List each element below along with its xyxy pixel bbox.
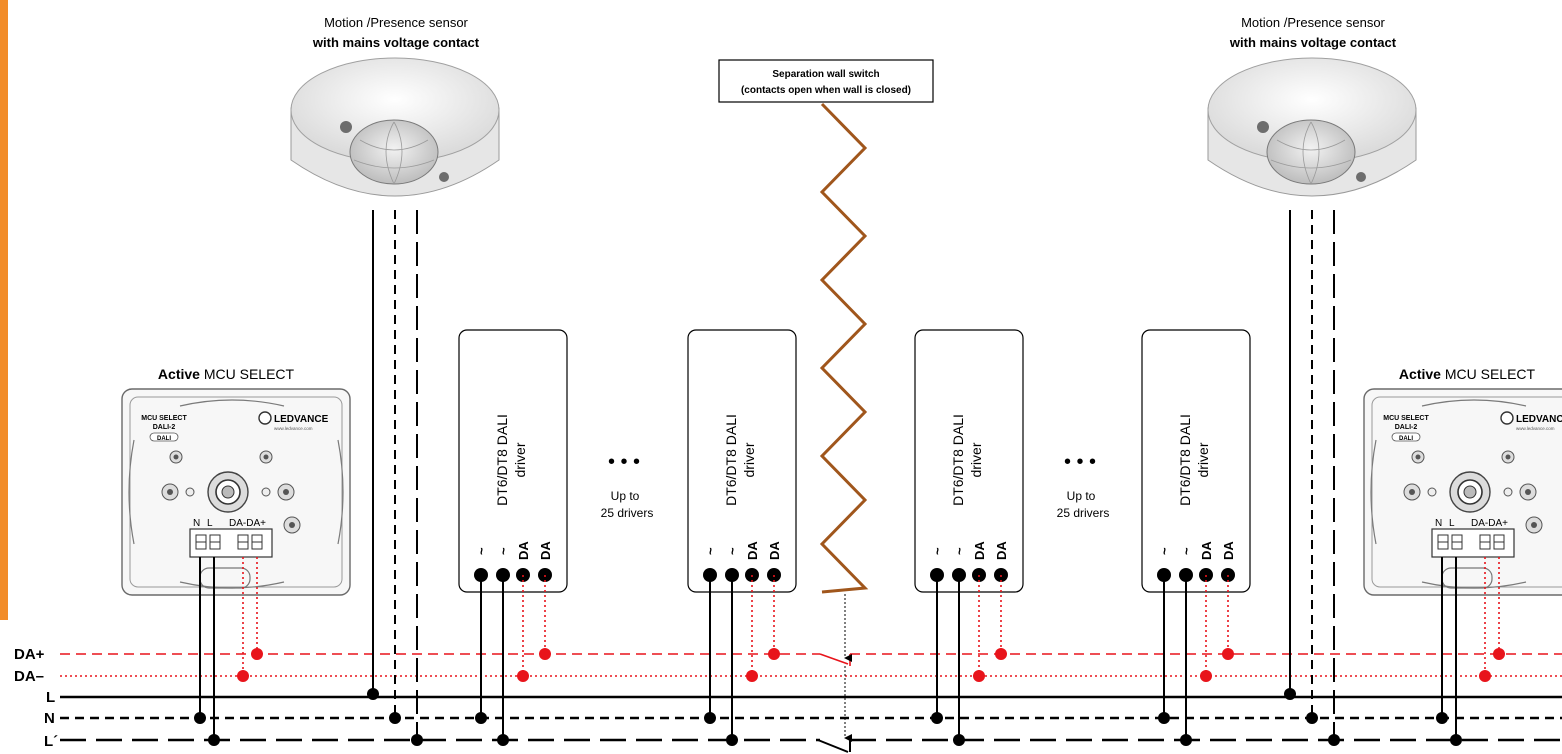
up-to-right-line1: Up to bbox=[1067, 489, 1096, 503]
sensor-right-lens-ribs bbox=[1270, 121, 1352, 185]
driver-4-label-line2: driver bbox=[1195, 442, 1211, 477]
mcu-right-device-sub: DALI-2 bbox=[1395, 424, 1418, 431]
driver-4-term-2: ~ bbox=[1179, 547, 1194, 555]
driver-1-term-2: ~ bbox=[496, 547, 511, 555]
label-da-plus: DA+ bbox=[14, 646, 45, 663]
mcu-right: Active MCU SELECT MCU SELECT DALI-2 DALI… bbox=[1363, 366, 1562, 746]
sensor-left-lens bbox=[349, 119, 439, 185]
mcu-left-device-name: MCU SELECT bbox=[141, 415, 187, 422]
up-to-left-line2: 25 drivers bbox=[601, 506, 654, 520]
driver-2-term-4: DA bbox=[767, 541, 782, 560]
up-to-left: • • • Up to 25 drivers bbox=[601, 451, 654, 520]
mcu-left-device-sub: DALI-2 bbox=[153, 424, 176, 431]
driver-3-term-3: DA bbox=[972, 541, 987, 560]
mcu-right-brand: LEDVANCE bbox=[1516, 414, 1562, 425]
driver-2-box bbox=[687, 329, 797, 593]
mcu-left-brand: LEDVANCE bbox=[274, 414, 329, 425]
mcu-left-term-l: L bbox=[207, 518, 213, 529]
up-to-right: • • • Up to 25 drivers bbox=[1057, 451, 1110, 520]
driver-1-term-1: ~ bbox=[474, 547, 489, 555]
sensor-right: Motion /Presence sensor with mains volta… bbox=[1207, 15, 1417, 746]
sensor-right-lens bbox=[1266, 119, 1356, 185]
up-to-right-line2: 25 drivers bbox=[1057, 506, 1110, 520]
sensor-right-led-b bbox=[1356, 172, 1366, 182]
driver-4: DT6/DT8 DALI driver ~ ~ DA DA bbox=[1141, 329, 1251, 746]
mcu-left-dali-badge: DALI bbox=[157, 436, 171, 442]
driver-2-term-1: ~ bbox=[703, 547, 718, 555]
bus-labels: DA+ DA– L N L´ bbox=[14, 646, 58, 750]
mcu-right-logo-icon bbox=[1500, 411, 1514, 425]
mcu-right-device-name: MCU SELECT bbox=[1383, 415, 1429, 422]
sensor-right-title: Motion /Presence sensor bbox=[1241, 15, 1385, 30]
driver-4-box bbox=[1141, 329, 1251, 593]
label-l-prime: L´ bbox=[44, 733, 58, 750]
switch-label-box bbox=[718, 59, 934, 103]
separation-wall-switch: Separation wall switch (contacts open wh… bbox=[718, 59, 934, 742]
driver-1-term-3: DA bbox=[516, 541, 531, 560]
up-to-right-dots: • • • bbox=[1064, 451, 1096, 473]
driver-3-label-line1: DT6/DT8 DALI bbox=[950, 414, 966, 506]
driver-1: DT6/DT8 DALI driver ~ ~ DA DA bbox=[458, 329, 568, 746]
driver-2: DT6/DT8 DALI driver ~ ~ DA DA bbox=[687, 329, 797, 746]
up-to-left-dots: • • • bbox=[608, 451, 640, 473]
switch-label-line2: (contacts open when wall is closed) bbox=[741, 85, 911, 96]
driver-4-term-4: DA bbox=[1221, 541, 1236, 560]
switch-label-line1: Separation wall switch bbox=[772, 69, 879, 80]
driver-3-term-2: ~ bbox=[952, 547, 967, 555]
sensor-right-subtitle: with mains voltage contact bbox=[1229, 35, 1397, 50]
driver-2-term-3: DA bbox=[745, 541, 760, 560]
mcu-left-title: Active MCU SELECT bbox=[158, 366, 295, 382]
driver-3-term-1: ~ bbox=[930, 547, 945, 555]
driver-1-box bbox=[458, 329, 568, 593]
driver-4-label-line1: DT6/DT8 DALI bbox=[1177, 414, 1193, 506]
mcu-right-term-n: N bbox=[1435, 518, 1442, 529]
driver-1-label-line1: DT6/DT8 DALI bbox=[494, 414, 510, 506]
sensor-left-led-a bbox=[340, 121, 352, 133]
sensor-right-led-a bbox=[1257, 121, 1269, 133]
driver-2-label-line1: DT6/DT8 DALI bbox=[723, 414, 739, 506]
mcu-right-term-da: DA-DA+ bbox=[1471, 518, 1508, 529]
sensor-left-lens-ribs bbox=[353, 121, 435, 185]
sensor-left-title: Motion /Presence sensor bbox=[324, 15, 468, 30]
driver-3-label-line2: driver bbox=[968, 442, 984, 477]
label-n: N bbox=[44, 710, 55, 727]
sensor-left-subtitle: with mains voltage contact bbox=[312, 35, 480, 50]
driver-3: DT6/DT8 DALI driver ~ ~ DA DA bbox=[914, 329, 1024, 746]
mcu-left-logo-icon bbox=[258, 411, 272, 425]
mcu-right-title: Active MCU SELECT bbox=[1399, 366, 1536, 382]
driver-2-label-line2: driver bbox=[741, 442, 757, 477]
sensor-left-led-b bbox=[439, 172, 449, 182]
driver-1-label-line2: driver bbox=[512, 442, 528, 477]
mcu-left-term-da: DA-DA+ bbox=[229, 518, 266, 529]
mcu-right-dali-badge: DALI bbox=[1399, 436, 1413, 442]
wall-zigzag bbox=[819, 102, 869, 594]
up-to-left-line1: Up to bbox=[611, 489, 640, 503]
driver-4-term-3: DA bbox=[1199, 541, 1214, 560]
mcu-right-term-l: L bbox=[1449, 518, 1455, 529]
accent-bar bbox=[0, 0, 8, 620]
bus-da-plus-switch bbox=[819, 653, 849, 665]
driver-1-term-4: DA bbox=[538, 541, 553, 560]
mcu-left: Active MCU SELECT MCU SELECT DALI-2 DALI… bbox=[121, 366, 351, 746]
driver-3-box bbox=[914, 329, 1024, 593]
driver-3-term-4: DA bbox=[994, 541, 1009, 560]
mcu-left-term-n: N bbox=[193, 518, 200, 529]
sensor-left: Motion /Presence sensor with mains volta… bbox=[290, 15, 500, 746]
bus-l-prime-switch bbox=[817, 739, 849, 753]
mcu-left-url: www.ledvance.com bbox=[274, 426, 313, 431]
label-da-minus: DA– bbox=[14, 668, 44, 685]
driver-4-term-1: ~ bbox=[1157, 547, 1172, 555]
label-l: L bbox=[46, 689, 55, 706]
mcu-right-url: www.ledvance.com bbox=[1516, 426, 1555, 431]
driver-2-term-2: ~ bbox=[725, 547, 740, 555]
